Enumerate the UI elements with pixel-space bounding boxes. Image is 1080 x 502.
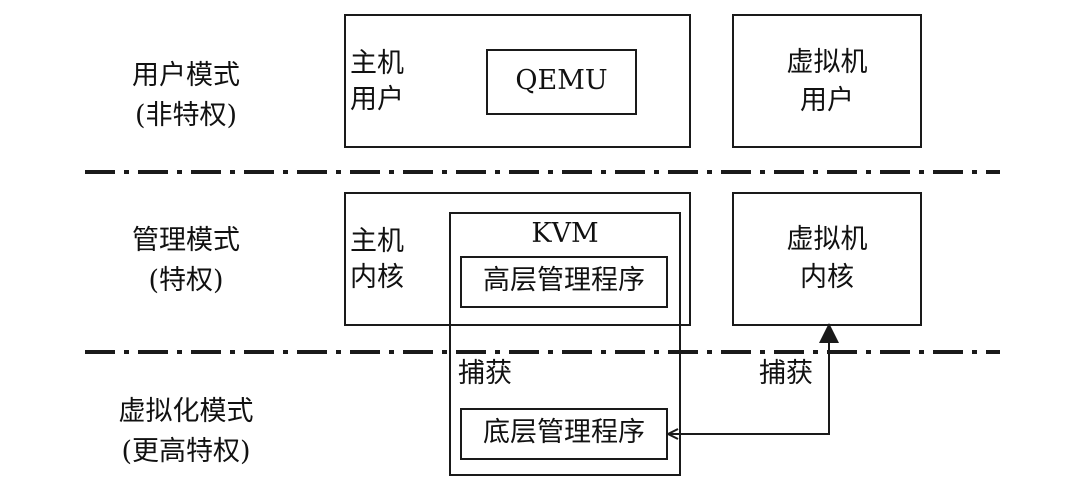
mode-user-name: 用户模式 — [132, 60, 240, 91]
kvm-trap-label: 捕获 — [458, 358, 512, 389]
kvm-box — [449, 212, 681, 476]
mode-virt: 虚拟化模式 (更高特权) — [76, 392, 296, 472]
kvm-title: KVM — [531, 218, 599, 249]
host-user-label-2: 用户 — [350, 84, 404, 115]
host-user-box — [344, 14, 691, 148]
vm-kernel-label-2: 内核 — [800, 262, 854, 293]
vm-user-label-1: 虚拟机 — [786, 47, 868, 78]
qemu-box — [486, 49, 637, 115]
vm-user-label-2: 用户 — [800, 85, 854, 116]
mode-user-privilege: (非特权) — [134, 100, 238, 131]
mode-admin-privilege: (特权) — [148, 265, 224, 296]
trap-arrow — [670, 323, 839, 435]
mode-admin: 管理模式 (特权) — [76, 221, 296, 301]
mode-virt-privilege: (更高特权) — [121, 436, 251, 467]
vm-kernel-label-1: 虚拟机 — [786, 224, 868, 255]
mode-admin-name: 管理模式 — [132, 225, 240, 256]
vm-user-box — [732, 14, 922, 148]
high-level-hypervisor-label: 高层管理程序 — [483, 265, 645, 296]
host-kernel-box — [344, 192, 691, 326]
mode-user: 用户模式 (非特权) — [76, 56, 296, 136]
high-level-hypervisor-box — [460, 256, 668, 308]
vm-trap-label: 捕获 — [759, 358, 813, 389]
low-level-hypervisor-box — [460, 408, 668, 460]
qemu-label: QEMU — [515, 65, 608, 96]
trap-arrow-tail — [665, 428, 679, 440]
low-level-hypervisor-label: 底层管理程序 — [483, 417, 645, 448]
host-user-label-1: 主机 — [350, 48, 404, 79]
mode-virt-name: 虚拟化模式 — [118, 396, 254, 427]
host-kernel-label-2: 内核 — [350, 262, 404, 293]
vm-kernel-box — [732, 192, 922, 326]
host-kernel-label-1: 主机 — [350, 226, 404, 257]
